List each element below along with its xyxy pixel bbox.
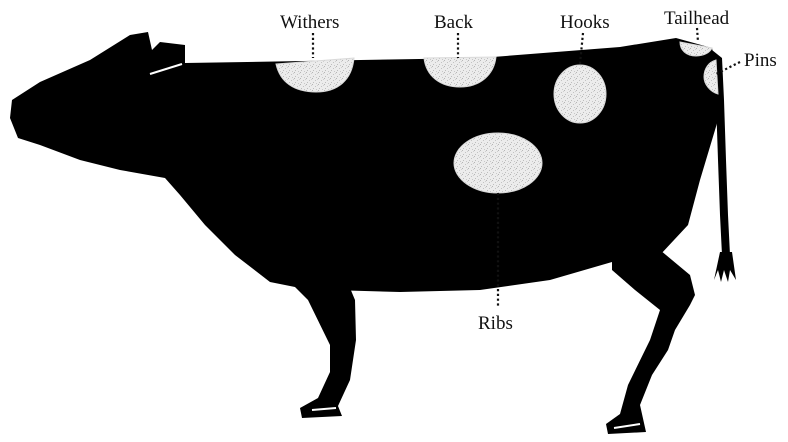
tailhead-leader bbox=[697, 28, 698, 42]
ribs-spot bbox=[454, 133, 542, 193]
hooks-label: Hooks bbox=[560, 12, 610, 33]
front-leg bbox=[290, 282, 356, 418]
back-label: Back bbox=[434, 12, 474, 33]
pins-label: Pins bbox=[744, 50, 777, 71]
hooks-spot bbox=[554, 65, 606, 123]
tail-switch bbox=[714, 252, 736, 282]
cow-body bbox=[10, 32, 718, 292]
tailhead-label: Tailhead bbox=[664, 8, 730, 29]
withers-label: Withers bbox=[280, 12, 339, 33]
cow-silhouette bbox=[10, 32, 736, 434]
ribs-label: Ribs bbox=[478, 313, 513, 334]
hind-leg bbox=[606, 250, 695, 434]
